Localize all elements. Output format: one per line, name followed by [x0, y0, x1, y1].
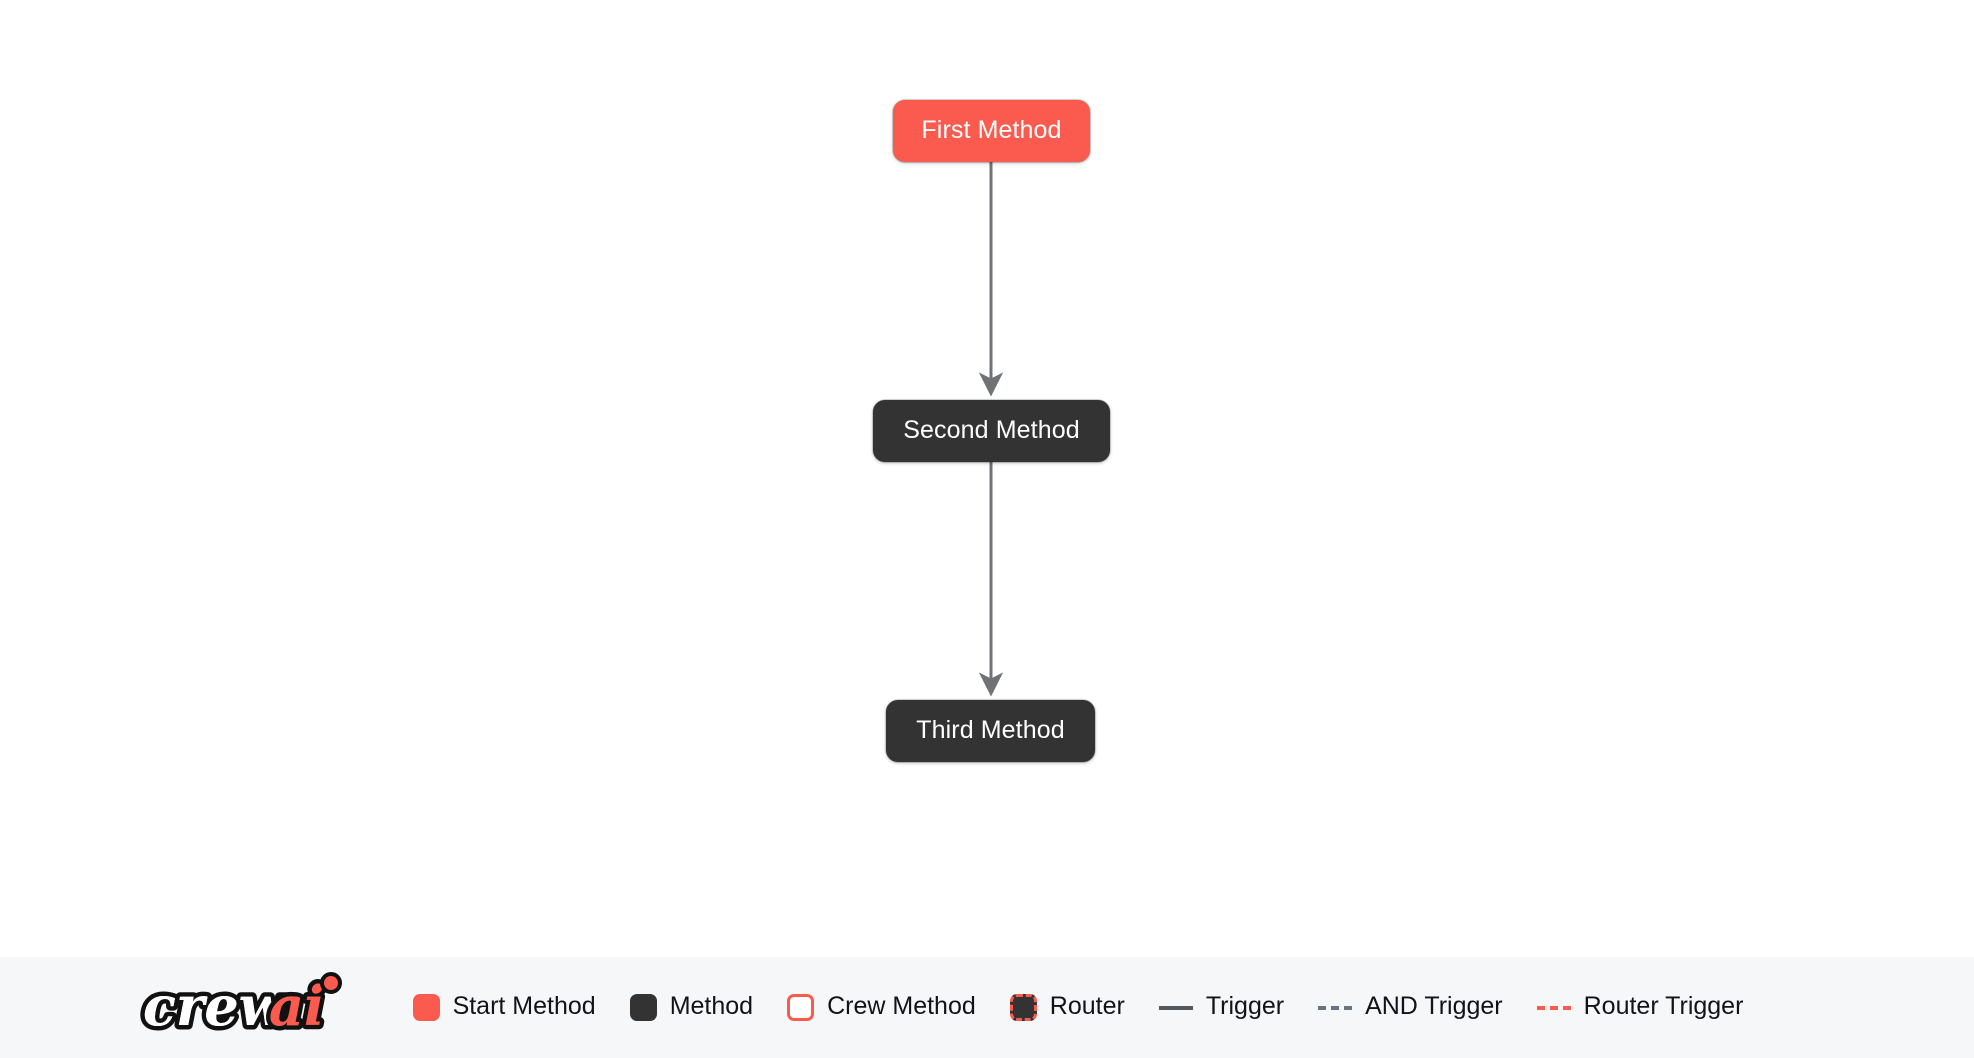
flow-node-label: Third Method [916, 715, 1065, 744]
svg-text:crew: crew [143, 974, 288, 1038]
flow-node-third-method[interactable]: Third Method [886, 700, 1095, 762]
legend-label: Router [1049, 992, 1125, 1020]
legend-item-start-method: Start Method [412, 992, 596, 1021]
crew-method-swatch-icon [787, 994, 815, 1021]
legend-item-router-trigger: Router Trigger [1536, 992, 1744, 1021]
flow-node-label: Second Method [903, 415, 1080, 444]
legend-item-method: Method [629, 992, 754, 1021]
router-swatch-icon [1009, 994, 1037, 1021]
start-method-swatch-icon [412, 994, 440, 1021]
legend-label: Router Trigger [1583, 992, 1744, 1020]
legend-label: Crew Method [827, 992, 976, 1020]
svg-text:crew: crew [143, 974, 288, 1038]
flow-node-first-method[interactable]: First Method [893, 100, 1090, 162]
legend-item-crew-method: Crew Method [787, 994, 976, 1021]
legend-label: Method [669, 992, 754, 1020]
legend-label: Trigger [1205, 992, 1285, 1020]
svg-text:ai: ai [269, 974, 325, 1038]
legend-item-router: Router [1009, 992, 1125, 1021]
svg-text:ai: ai [269, 974, 325, 1038]
legend-item-trigger: Trigger [1158, 992, 1285, 1021]
legend-bar: crew crew ai ai Start Method Method Crew… [0, 957, 1974, 1058]
legend-label: Start Method [452, 992, 596, 1020]
legend-label: AND Trigger [1365, 992, 1503, 1020]
flow-canvas[interactable]: First Method Second Method Third Method [0, 0, 1974, 957]
method-swatch-icon [629, 994, 657, 1021]
flow-node-label: First Method [921, 115, 1062, 144]
legend-item-and-trigger: AND Trigger [1318, 994, 1503, 1021]
crewai-logo: crew crew ai ai [139, 969, 342, 1042]
flow-node-second-method[interactable]: Second Method [873, 400, 1110, 462]
